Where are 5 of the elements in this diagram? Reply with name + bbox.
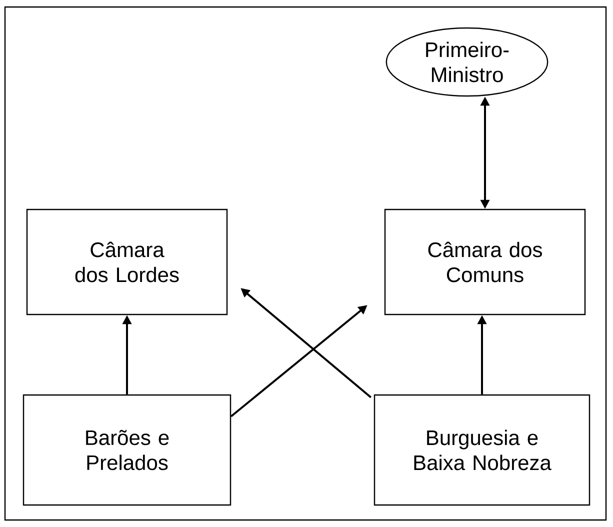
process-box: Câmara dos Lordes — [26, 208, 228, 316]
process-box: Barões e Prelados — [22, 394, 232, 506]
process-box: Burguesia e Baixa Nobreza — [374, 394, 590, 506]
process-box: Câmara dos Comuns — [384, 208, 586, 316]
ellipse-node: Primeiro-Ministro — [386, 27, 548, 97]
